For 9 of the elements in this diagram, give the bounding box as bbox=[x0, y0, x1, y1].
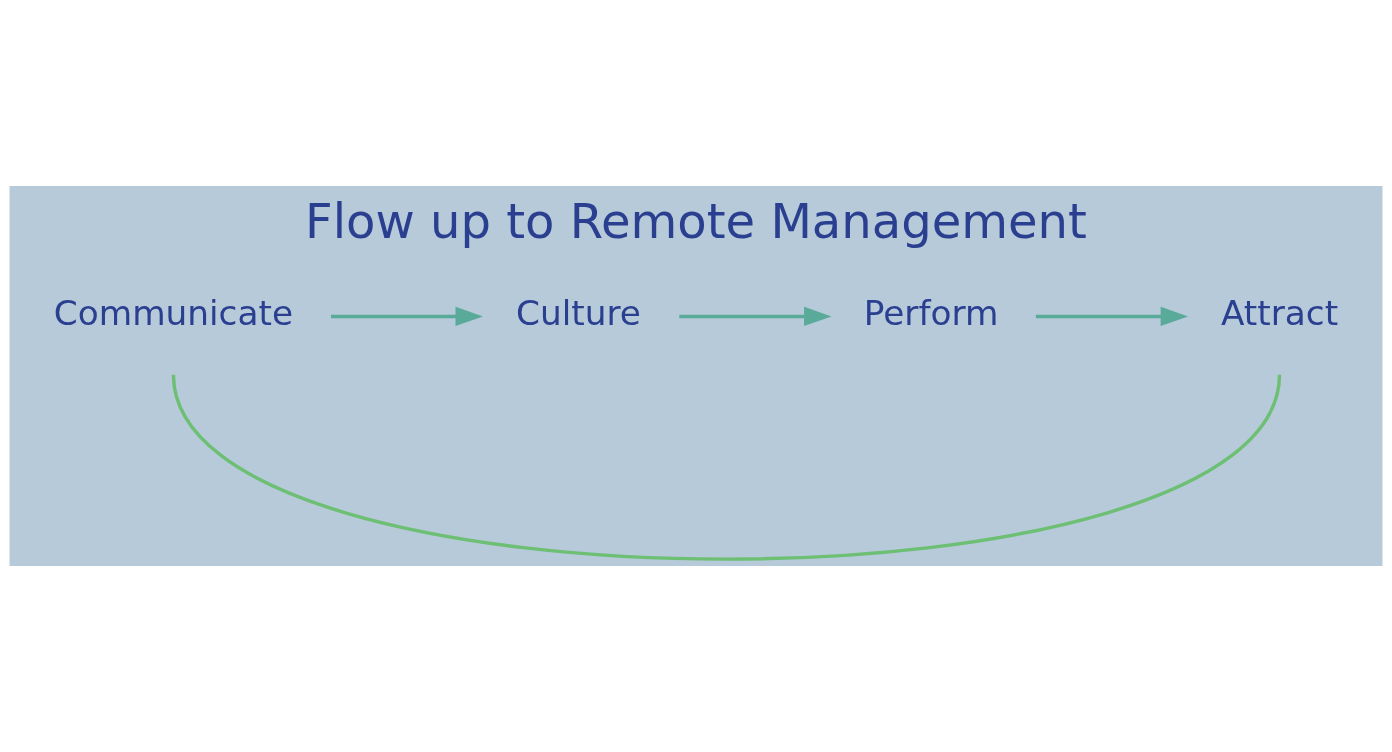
arrow bbox=[679, 306, 832, 327]
connector bbox=[171, 374, 1282, 561]
node-text: Culture bbox=[515, 293, 641, 334]
node-text: Communicate bbox=[53, 293, 294, 334]
arrow bbox=[331, 306, 483, 327]
node-text: Perform bbox=[863, 293, 999, 334]
node-text: Attract bbox=[1220, 293, 1339, 334]
diagram-title: Flow up to Remote Management bbox=[305, 193, 1087, 250]
arrow bbox=[1035, 306, 1189, 327]
